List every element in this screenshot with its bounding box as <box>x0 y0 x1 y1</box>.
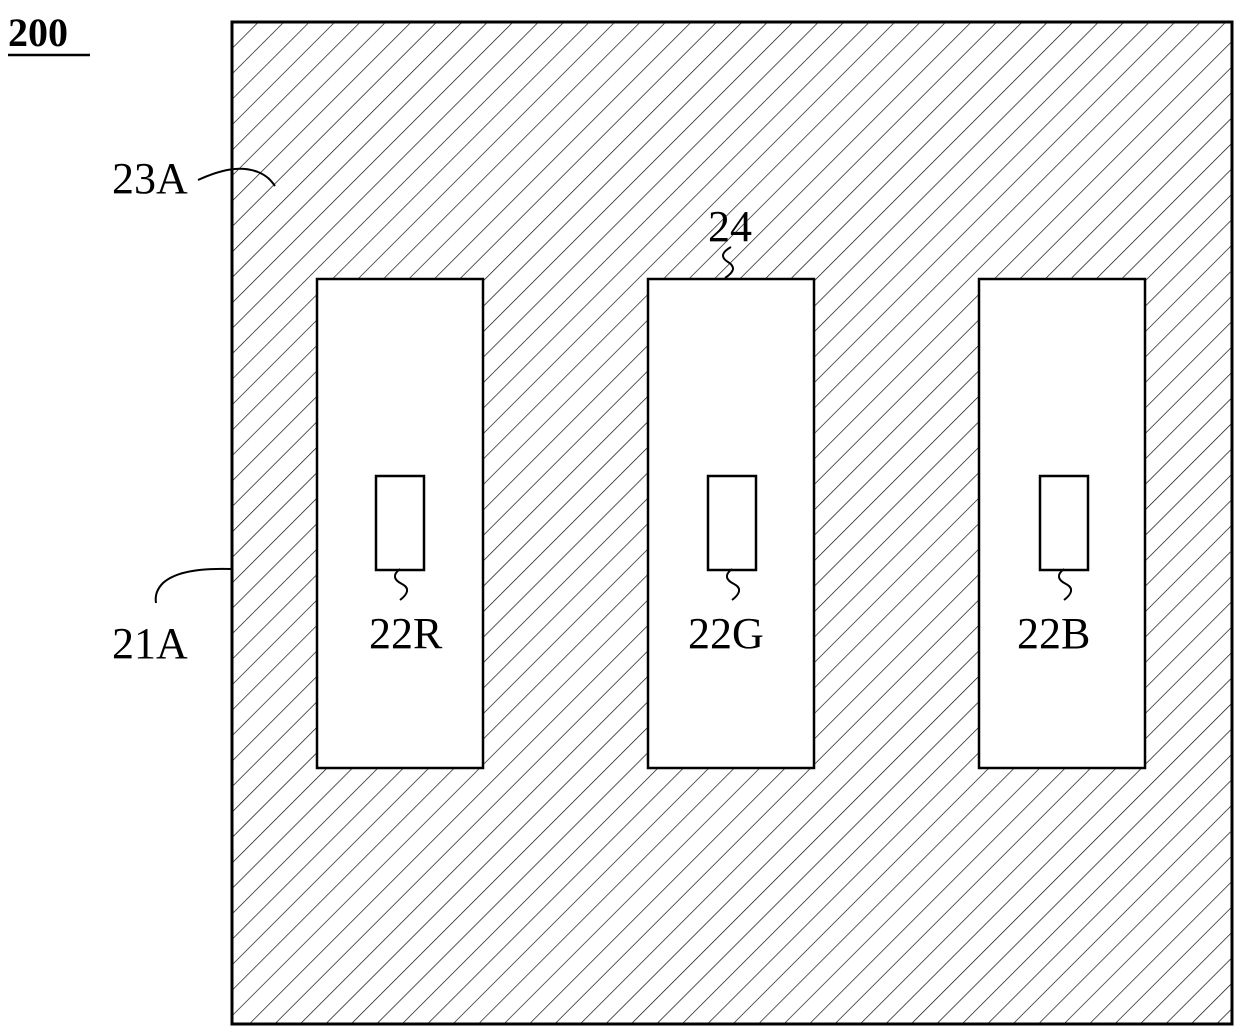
figure-number: 200 <box>8 10 68 55</box>
subpixel-green <box>708 476 756 570</box>
label-red-subpixel: 22R <box>369 609 443 658</box>
label-hatched-layer: 23A <box>112 154 188 203</box>
label-blue-subpixel: 22B <box>1017 609 1090 658</box>
subpixel-red <box>376 476 424 570</box>
label-opening: 24 <box>708 202 752 251</box>
leader-line-substrate <box>156 569 231 603</box>
label-green-subpixel: 22G <box>688 609 764 658</box>
label-substrate: 21A <box>112 619 188 668</box>
subpixel-blue <box>1040 476 1088 570</box>
